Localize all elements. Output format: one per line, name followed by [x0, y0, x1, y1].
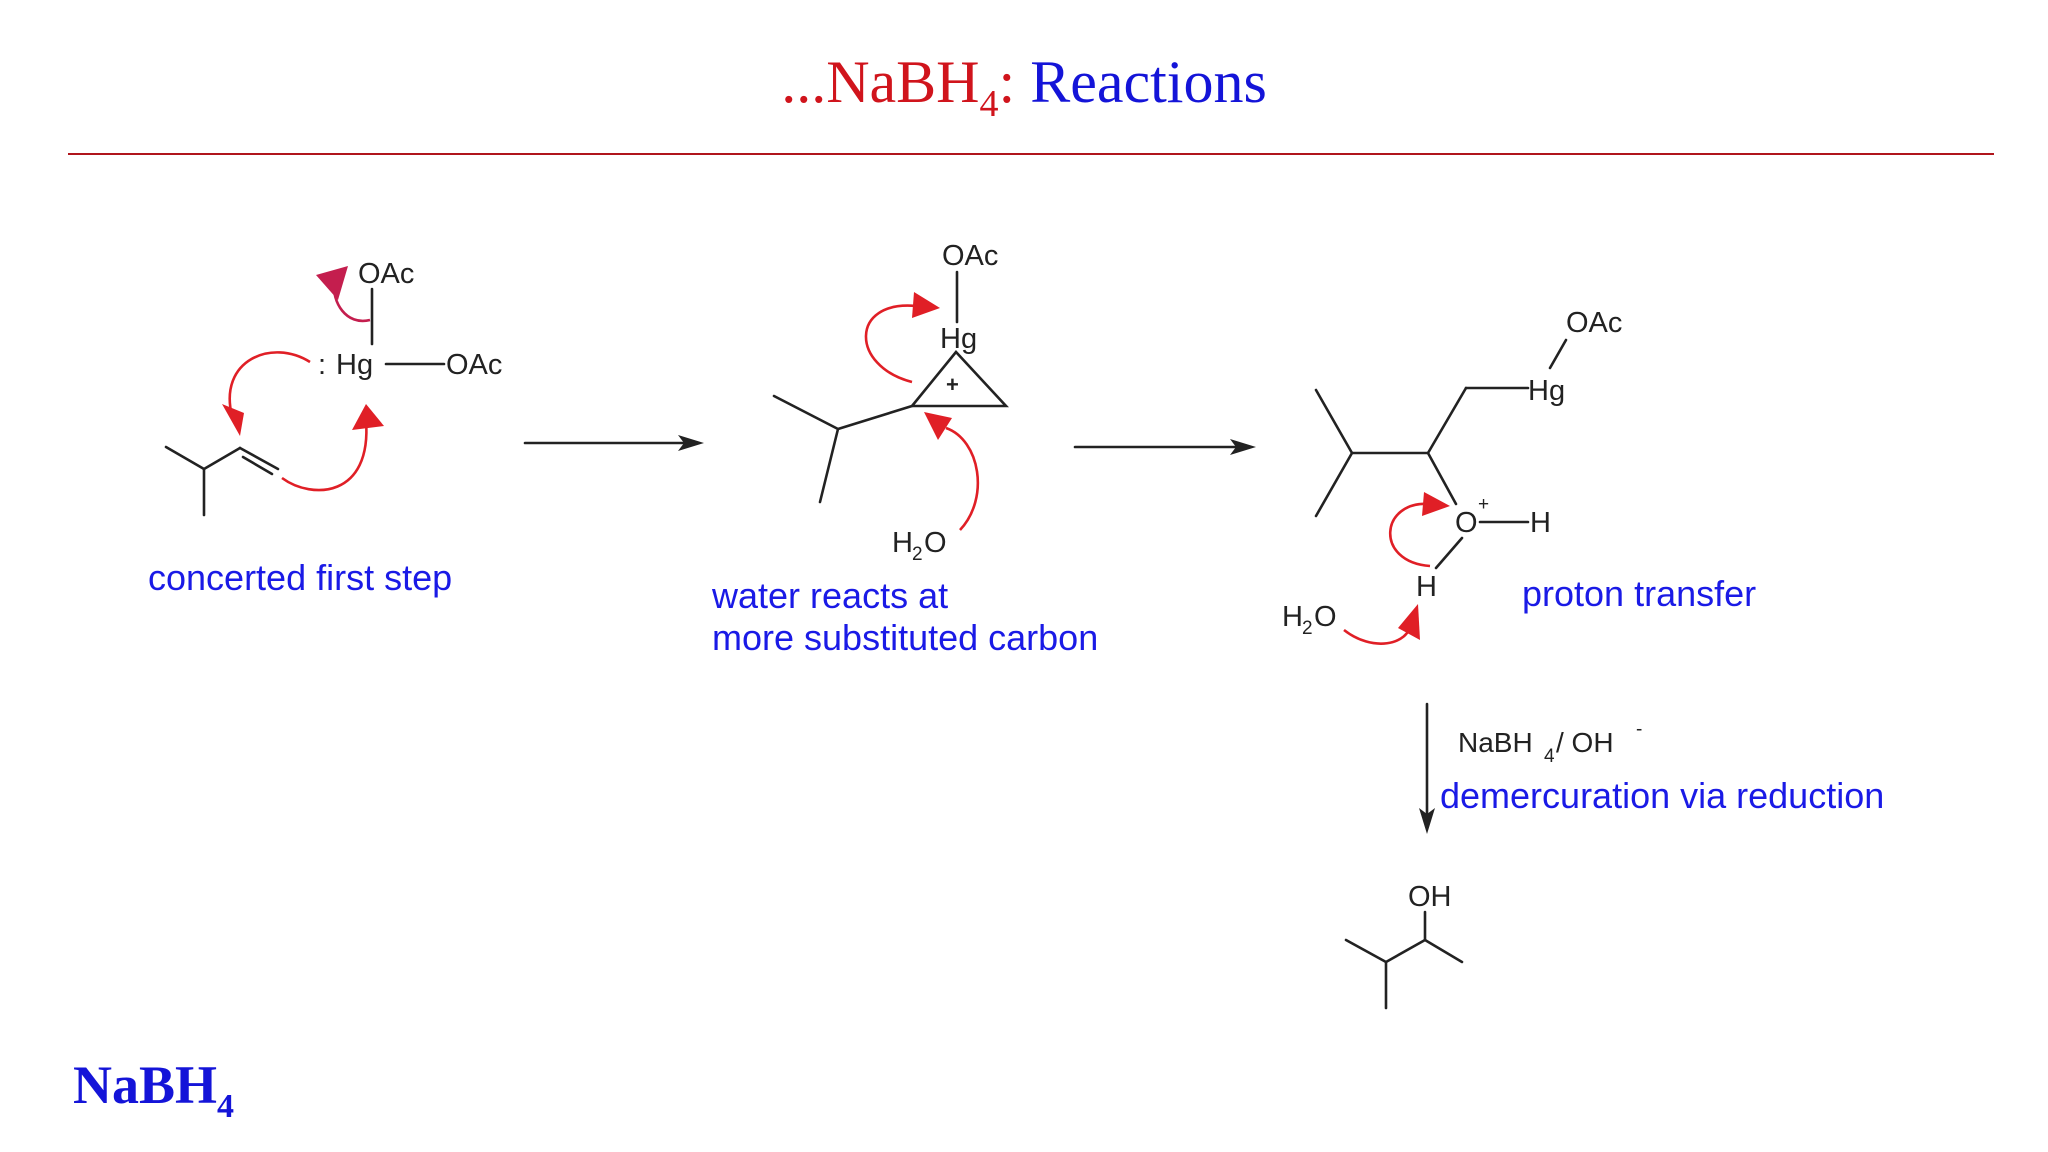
step4-caption: demercuration via reduction [1440, 775, 1884, 816]
step2-hg: Hg [940, 323, 977, 355]
step2-structure: OAc Hg + H 2 O [772, 240, 1009, 565]
step4-reagent-rest: / OH [1556, 727, 1614, 758]
title-colon: : [998, 49, 1016, 115]
step3-o-h-bond-bottom [1434, 536, 1464, 570]
step3-bond [1314, 451, 1354, 518]
step4-reagent-main: NaBH [1458, 727, 1533, 758]
step3-arrowhead [1398, 604, 1420, 640]
step3-hg: Hg [1528, 375, 1565, 407]
step1-bond [164, 445, 206, 471]
step2-charge: + [946, 372, 959, 397]
step2-three-membered-ring [909, 350, 1009, 408]
step3-c-o-bond [1426, 451, 1458, 506]
step2-caption-line1: water reacts at [711, 575, 948, 616]
title-prefix-subscript: 4 [979, 83, 999, 125]
step1-hg: Hg [336, 349, 373, 381]
step3-arrow-bond-to-o [1389, 502, 1431, 568]
step1-double-bond [238, 446, 280, 471]
step3-structure: OAc Hg O + H H H 2 O [1282, 307, 1622, 645]
step1-arrowhead [316, 266, 348, 300]
step2-water-h: H [892, 527, 913, 559]
slide-title: ...NaBH4: Reactions [0, 42, 2048, 125]
step1-oac-right: OAc [446, 349, 502, 381]
step3-h-bottom: H [1416, 571, 1437, 603]
step2-water-sub: 2 [912, 544, 923, 565]
product-bond [1344, 938, 1388, 964]
reaction-arrow-1 [523, 435, 704, 451]
step3-bond [1314, 388, 1354, 455]
step1-arrow-to-alkene [228, 351, 311, 417]
product-oh: OH [1408, 881, 1452, 913]
step2-bond [836, 404, 914, 431]
step3-water-sub: 2 [1302, 618, 1313, 639]
step3-h-right: H [1530, 507, 1551, 539]
product-bond [1384, 938, 1427, 964]
step2-caption-line2: more substituted carbon [712, 617, 1098, 658]
step2-bond [818, 427, 840, 504]
title-main: Reactions [1015, 49, 1267, 115]
step3-oxygen: O [1455, 507, 1478, 539]
step1-structure: OAc : Hg OAc [164, 258, 502, 517]
footer-label: NaBH4 [73, 1055, 234, 1124]
step2-water-o: O [924, 527, 947, 559]
step3-bond [1426, 386, 1468, 455]
step2-arrowhead [912, 292, 940, 318]
step2-bond [772, 394, 840, 431]
step3-water-h: H [1282, 601, 1303, 633]
product-bond [1423, 938, 1464, 964]
product-structure: OH [1344, 881, 1464, 1010]
step3-arrowhead [1422, 492, 1450, 516]
step1-lone-pair: : [318, 349, 326, 381]
step1-caption: concerted first step [148, 557, 452, 598]
step2-arrow-water-attack [945, 426, 980, 531]
step1-arrow-from-alkene [281, 419, 368, 492]
step3-hg-oac-bond [1548, 338, 1568, 370]
step1-double-bond [241, 455, 274, 476]
step1-arrowhead [352, 404, 384, 430]
title-prefix: ...NaBH [781, 49, 980, 115]
step2-arrow-to-hg [864, 304, 917, 384]
step1-arrowhead [222, 404, 244, 436]
step2-arrowhead [924, 412, 952, 440]
step1-oac-top: OAc [358, 258, 414, 290]
step4-reagent-sup: - [1636, 719, 1642, 740]
step1-bond [202, 446, 242, 471]
reaction-arrow-3 [1419, 702, 1435, 834]
footer-label-main: NaBH [73, 1055, 218, 1115]
title-divider [68, 153, 1994, 155]
footer-label-sub: 4 [217, 1088, 235, 1125]
reaction-arrow-2 [1073, 439, 1256, 455]
step4-reagent-sub: 4 [1544, 746, 1555, 767]
step3-water-o: O [1314, 601, 1337, 633]
step3-oxygen-charge: + [1478, 494, 1489, 515]
step2-oac: OAc [942, 240, 998, 272]
step3-oac: OAc [1566, 307, 1622, 339]
step3-caption: proton transfer [1522, 573, 1756, 614]
